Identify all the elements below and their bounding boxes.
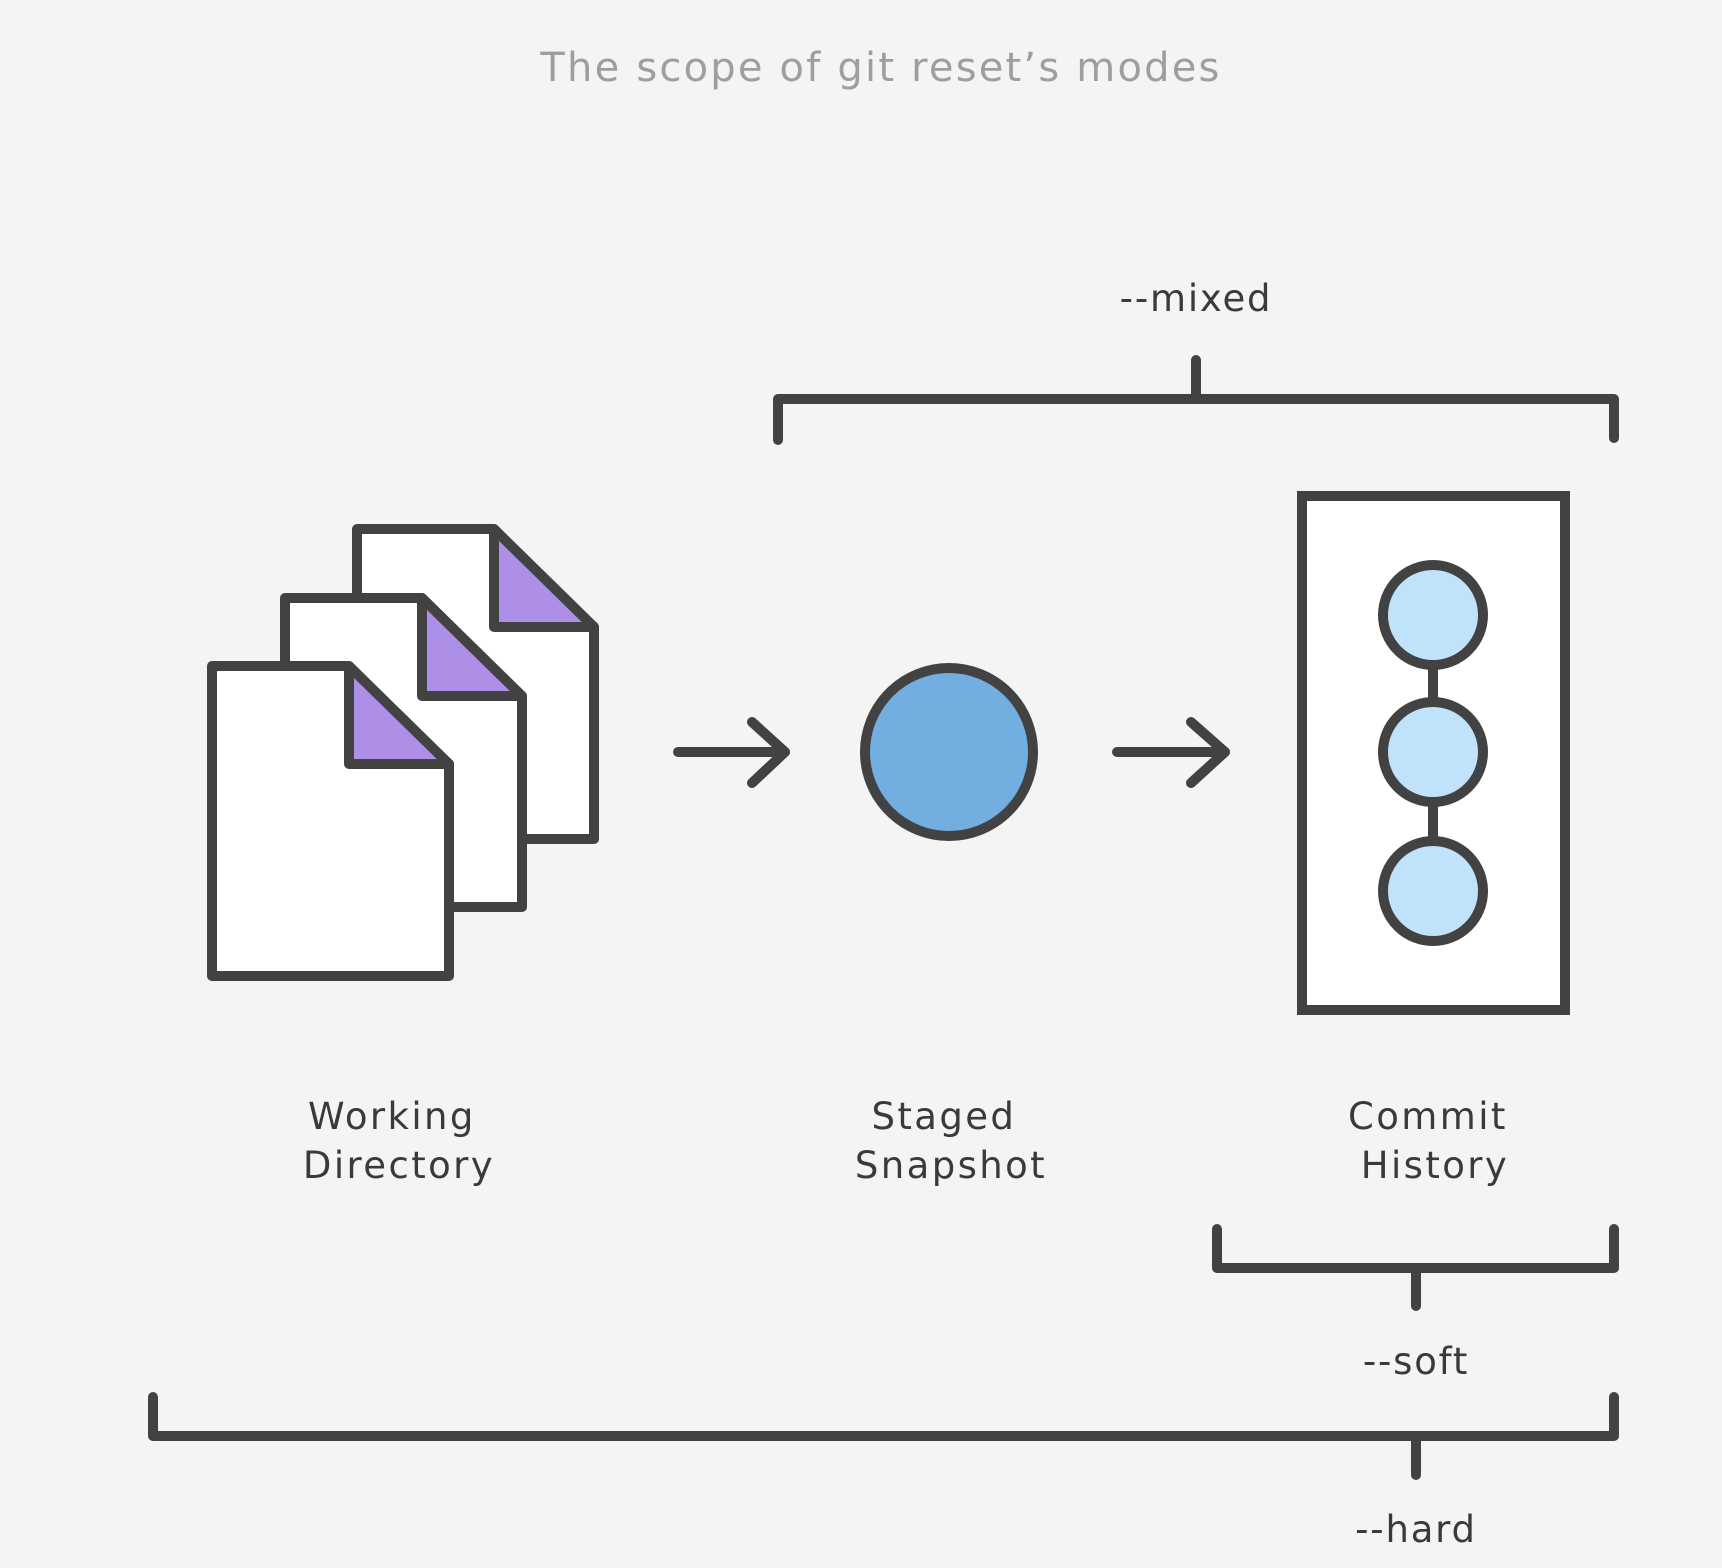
commit-chain-icon <box>1297 491 1570 1015</box>
staged-snapshot-label: Staged Snapshot <box>855 1095 1047 1187</box>
hard-bracket <box>148 1392 1619 1480</box>
snapshot-circle-icon <box>860 663 1038 841</box>
mixed-bracket <box>773 355 1619 445</box>
working-directory-label: Working Directory <box>303 1095 495 1187</box>
commit-history-label: Commit History <box>1348 1095 1522 1187</box>
hard-mode-label: --hard <box>1355 1508 1477 1551</box>
diagram-title: The scope of git reset’s modes <box>539 45 1221 91</box>
mixed-mode-label: --mixed <box>1120 277 1273 320</box>
soft-mode-label: --soft <box>1363 1340 1469 1383</box>
arrow-right-icon <box>1112 717 1230 788</box>
stacked-documents-icon <box>207 524 599 981</box>
arrow-right-icon <box>673 717 790 788</box>
soft-bracket <box>1212 1224 1619 1311</box>
